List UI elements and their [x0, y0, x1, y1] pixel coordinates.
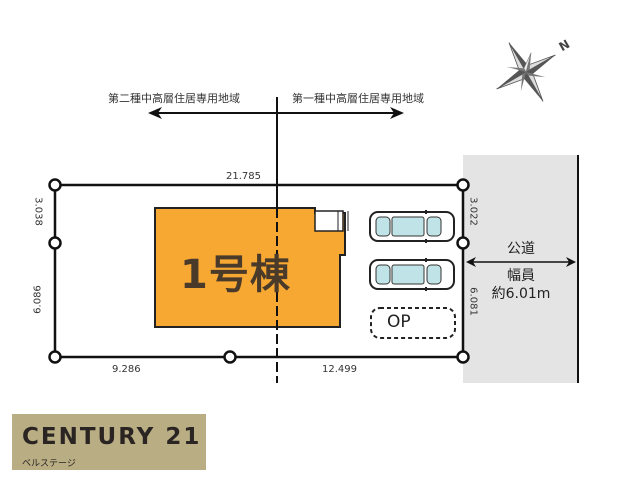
dimension-bottom-right: 12.499 [322, 364, 357, 375]
dimension-right-upper: 3.022 [467, 197, 479, 226]
zoning-label-left: 第二種中高層住居専用地域 [108, 92, 240, 105]
optional-parking-label: OP [387, 312, 411, 332]
dimension-bottom-left: 9.286 [112, 364, 141, 375]
car-icon [369, 258, 455, 291]
site-plan-diagram [48, 97, 579, 383]
logo-brand-text: CENTURY 21 [22, 424, 202, 450]
dimension-left-lower: 6.086 [32, 285, 44, 314]
zoning-label-right: 第一種中高層住居専用地域 [292, 92, 424, 105]
dimension-top: 21.785 [226, 171, 261, 182]
road-type-label: 公道 [507, 241, 535, 257]
road-width-value: 約6.01m [491, 286, 551, 302]
car-icon [369, 210, 455, 243]
compass-rose-icon: N [496, 37, 572, 102]
dimension-left-upper: 3.038 [32, 197, 44, 226]
building-label: 1号棟 [180, 252, 291, 298]
road-width-title: 幅員 [507, 268, 535, 284]
company-logo: CENTURY 21 ベルステージ [12, 414, 206, 470]
logo-branch-text: ベルステージ [22, 459, 76, 469]
